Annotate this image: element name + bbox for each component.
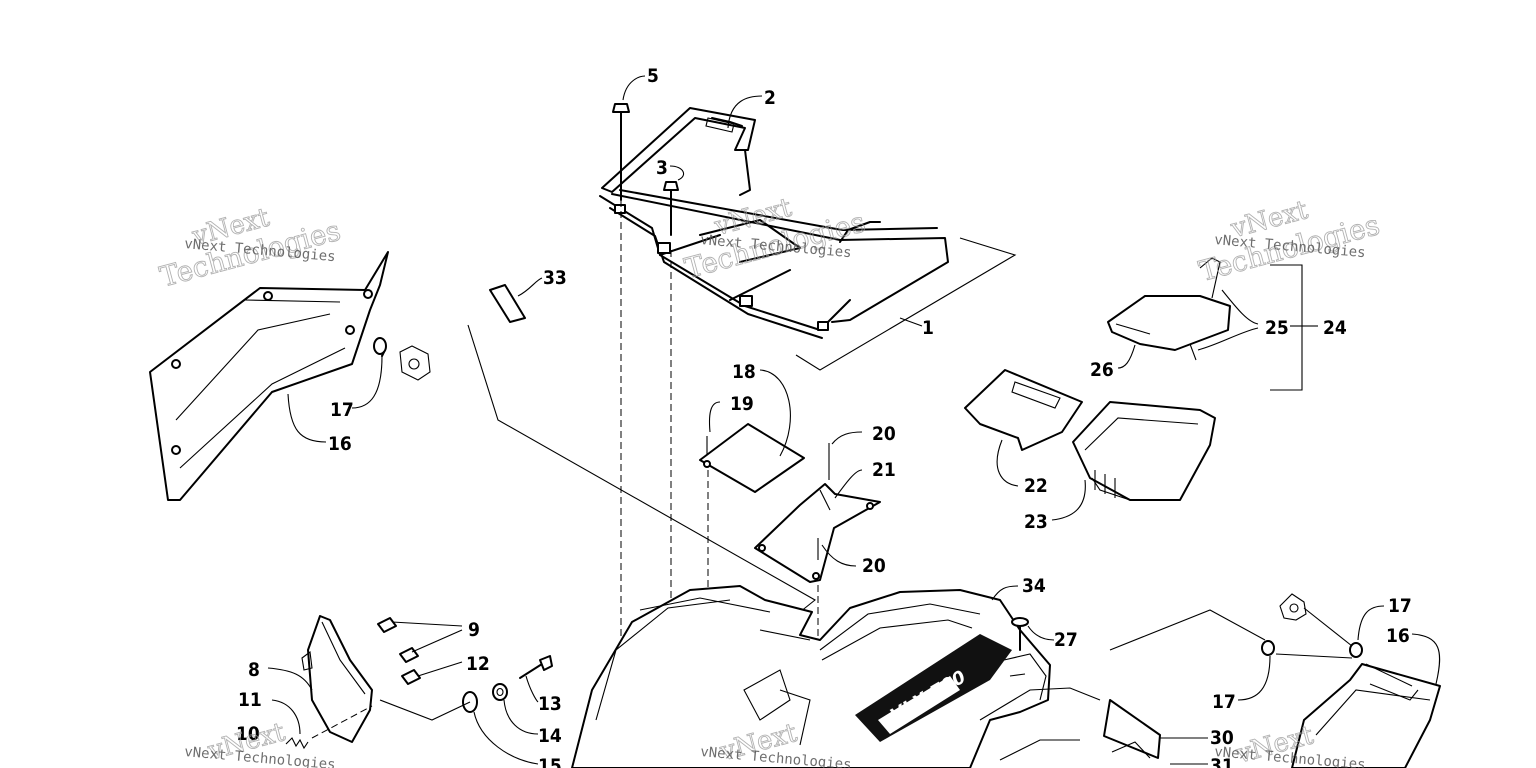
callout-12: 12 (466, 653, 490, 675)
callout-17-lower: 17 (1212, 691, 1236, 713)
callout-5: 5 (647, 65, 659, 87)
callout-17-right: 17 (1388, 595, 1412, 617)
callout-16-right: 16 (1386, 625, 1410, 647)
callout-labels: 5 2 3 1 33 17 16 18 19 20 21 20 22 23 26… (236, 65, 1412, 768)
storage-box-23 (1051, 401, 1216, 521)
callout-24-bracket (1270, 264, 1303, 391)
grommets-17-right (1237, 593, 1385, 701)
callout-33: 33 (543, 267, 567, 289)
callout-27: 27 (1054, 629, 1078, 651)
right-side-panel (1291, 633, 1441, 768)
left-side-panel (149, 251, 389, 501)
callout-9: 9 (468, 619, 480, 641)
callout-2: 2 (764, 87, 776, 109)
spring-10 (271, 699, 373, 750)
callout-25: 25 (1265, 317, 1289, 339)
callout-34: 34 (1022, 575, 1046, 597)
front-body-34: VLX 700 (571, 585, 1051, 768)
callout-8: 8 (248, 659, 260, 681)
callout-3: 3 (656, 157, 668, 179)
callout-30: 30 (1210, 727, 1234, 749)
callout-21: 21 (872, 459, 896, 481)
storage-lid-22 (964, 369, 1083, 487)
callout-22: 22 (1024, 475, 1048, 497)
callout-15: 15 (538, 755, 562, 768)
grommet-17-left (287, 337, 431, 443)
callout-20-top: 20 (872, 423, 896, 445)
storage-cover-26 (1107, 257, 1259, 369)
decal-33 (489, 277, 543, 323)
headlight-housing-8 (267, 615, 373, 743)
callout-16-left: 16 (328, 433, 352, 455)
callout-1: 1 (922, 317, 934, 339)
callout-23: 23 (1024, 511, 1048, 533)
callout-17-left: 17 (330, 399, 354, 421)
callout-19: 19 (730, 393, 754, 415)
access-panel-18 (699, 369, 805, 768)
callout-31: 31 (1210, 755, 1234, 768)
callout-24: 24 (1323, 317, 1347, 339)
screws-9-12 (377, 617, 463, 685)
bolt-13-grommet-14-15 (379, 655, 553, 765)
callout-26: 26 (1090, 359, 1114, 381)
callout-20-bottom: 20 (862, 555, 886, 577)
callout-13: 13 (538, 693, 562, 715)
rear-rack (599, 107, 949, 339)
plug-27 (1011, 617, 1055, 651)
callout-18: 18 (732, 361, 756, 383)
callout-10: 10 (236, 723, 260, 745)
right-lower-body (979, 609, 1266, 765)
callout-14: 14 (538, 725, 562, 747)
callout-1-bracket (795, 237, 1017, 371)
callout-11: 11 (238, 689, 262, 711)
